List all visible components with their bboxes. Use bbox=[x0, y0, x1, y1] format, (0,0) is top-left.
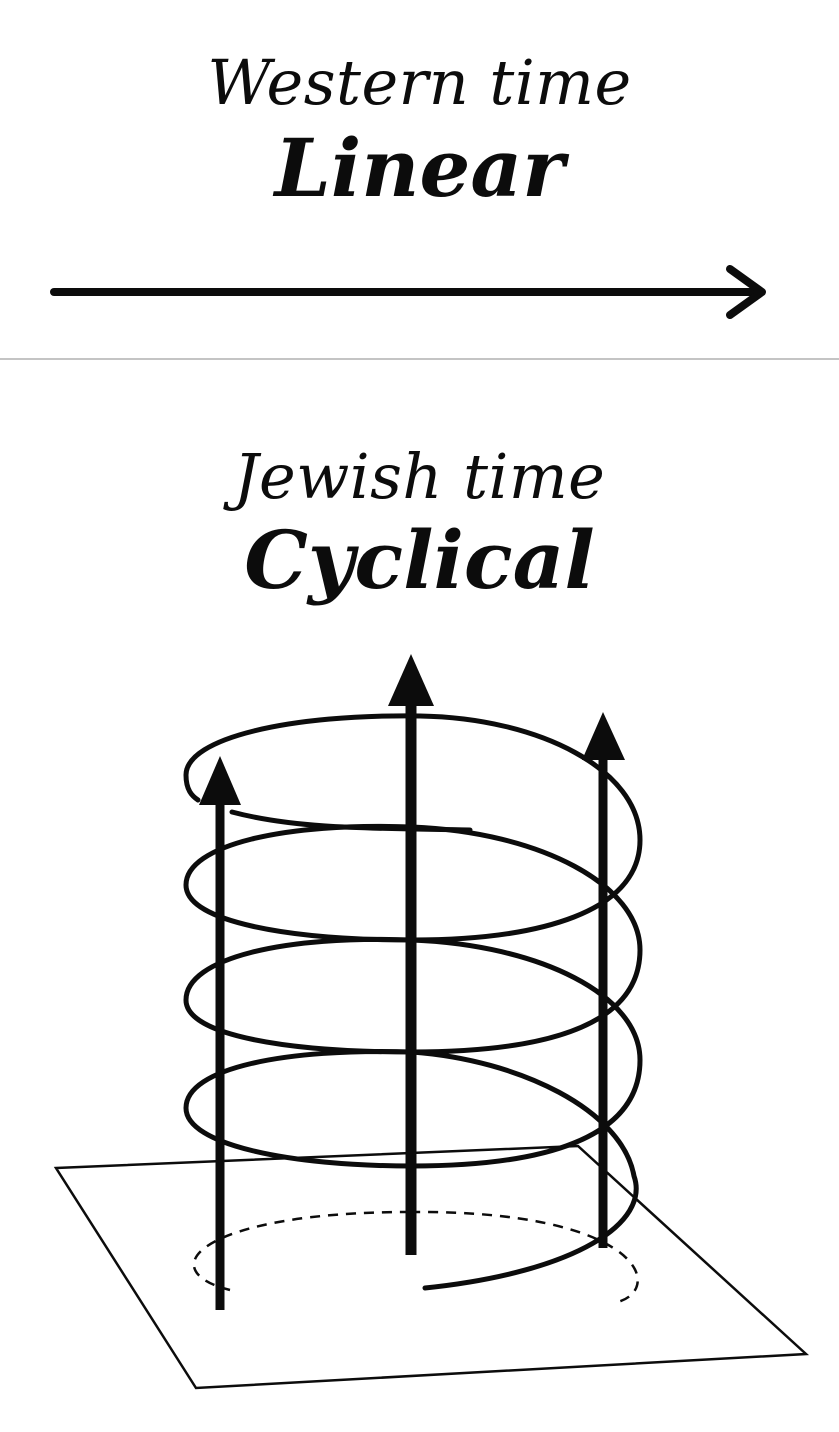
cyclical-title: Cyclical bbox=[244, 513, 595, 607]
linear-time-panel: Western time Linear bbox=[0, 0, 839, 358]
base-plane bbox=[53, 1144, 810, 1390]
jewish-time-subtitle: Jewish time bbox=[233, 440, 606, 513]
spiral-top-tail bbox=[229, 809, 473, 833]
center-arrow-head bbox=[388, 654, 434, 706]
right-arrow-head bbox=[582, 712, 625, 760]
left-arrow-head bbox=[199, 756, 241, 805]
linear-arrow-head bbox=[726, 265, 766, 319]
cyclical-time-panel: Jewish time Cyclical bbox=[0, 360, 839, 1432]
section-divider bbox=[0, 358, 839, 360]
western-time-subtitle: Western time bbox=[207, 46, 632, 119]
linear-title: Linear bbox=[274, 121, 565, 215]
linear-arrow-graphic bbox=[50, 265, 766, 319]
spiral-coil bbox=[183, 713, 643, 1291]
base-ellipse-dashed bbox=[192, 1210, 639, 1304]
